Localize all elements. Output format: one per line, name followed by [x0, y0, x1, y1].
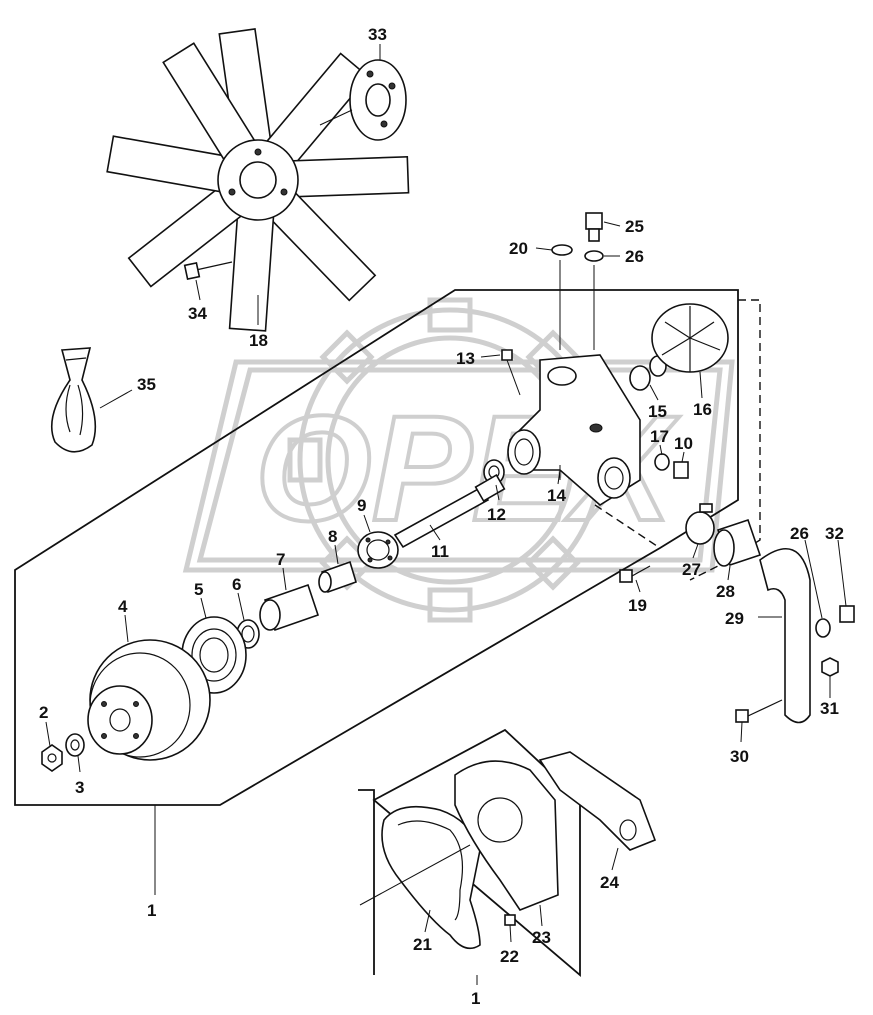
callout-3: 3	[75, 778, 84, 797]
plug-part-13	[501, 349, 521, 396]
clamp-part-27	[685, 503, 715, 545]
callout-25: 25	[625, 217, 644, 236]
washer-part-17	[654, 453, 670, 471]
callout-27: 27	[682, 560, 701, 579]
shaft-part-11	[393, 473, 506, 549]
callout-15: 15	[648, 402, 667, 421]
callout-10: 10	[674, 434, 693, 453]
callout-26-upper: 26	[625, 247, 644, 266]
callout-33: 33	[368, 25, 387, 44]
washer-part-26-upper	[584, 250, 604, 262]
callout-23: 23	[532, 928, 551, 947]
bolt-part-30	[735, 699, 783, 723]
callout-31: 31	[820, 699, 839, 718]
callout-1-gasket-kit: 1	[471, 989, 480, 1008]
callout-21: 21	[413, 935, 432, 954]
callout-24: 24	[600, 873, 619, 892]
callout-30: 30	[730, 747, 749, 766]
nut-part-31	[821, 657, 839, 677]
callout-7: 7	[276, 550, 285, 569]
callout-14: 14	[547, 486, 566, 505]
callout-6: 6	[232, 575, 241, 594]
callout-19: 19	[628, 596, 647, 615]
callout-18: 18	[249, 331, 268, 350]
bolt-part-22	[504, 914, 516, 926]
callout-2: 2	[39, 703, 48, 722]
callout-5: 5	[194, 580, 203, 599]
bolt-part-19	[619, 565, 651, 583]
callout-20: 20	[509, 239, 528, 258]
pipe-part-29	[758, 548, 811, 724]
nut-part-2	[41, 744, 63, 772]
assembly-frame-dashed-extension	[689, 299, 761, 581]
spacer-part-33	[319, 59, 407, 141]
bearing-part-9	[357, 531, 399, 569]
callout-17: 17	[650, 427, 669, 446]
gasket-part-21	[381, 805, 481, 950]
bolt-part-34	[183, 261, 233, 281]
callout-12: 12	[487, 505, 506, 524]
cover-part-23	[454, 760, 559, 911]
callout-35: 35	[137, 375, 156, 394]
hose-part-28	[713, 518, 762, 567]
callout-1-assembly: 1	[147, 901, 156, 920]
callout-9: 9	[357, 496, 366, 515]
callout-34: 34	[188, 304, 207, 323]
plug-part-10	[673, 461, 689, 479]
callout-29: 29	[725, 609, 744, 628]
pump-housing-part-14	[507, 260, 641, 506]
fan-part-18	[106, 28, 410, 332]
ring-part-20	[551, 244, 573, 256]
callout-28: 28	[716, 582, 735, 601]
callout-8: 8	[328, 527, 337, 546]
watermark-gear	[287, 297, 613, 623]
callout-26-lower: 26	[790, 524, 809, 543]
impeller-part-16	[651, 303, 729, 373]
callout-32: 32	[825, 524, 844, 543]
callout-4: 4	[118, 597, 128, 616]
callout-16: 16	[693, 400, 712, 419]
washer-part-3	[65, 733, 85, 757]
callout-22: 22	[500, 947, 519, 966]
callout-11: 11	[431, 542, 449, 561]
fitting-part-25	[585, 212, 603, 242]
callout-13: 13	[456, 349, 475, 368]
bag-part-35	[50, 347, 133, 453]
callout-labels: 1 1 2 3 4 5 6 7 8 9 10 11 12 13 14 15 16…	[39, 25, 844, 1008]
washer-part-26-lower	[815, 618, 831, 638]
sleeve-part-7	[259, 583, 320, 632]
fitting-part-32	[839, 605, 855, 623]
gasket-part-24	[538, 751, 657, 851]
spacer-part-8	[318, 560, 357, 594]
leader-lines	[45, 44, 847, 943]
pulley-part-4	[87, 639, 211, 761]
